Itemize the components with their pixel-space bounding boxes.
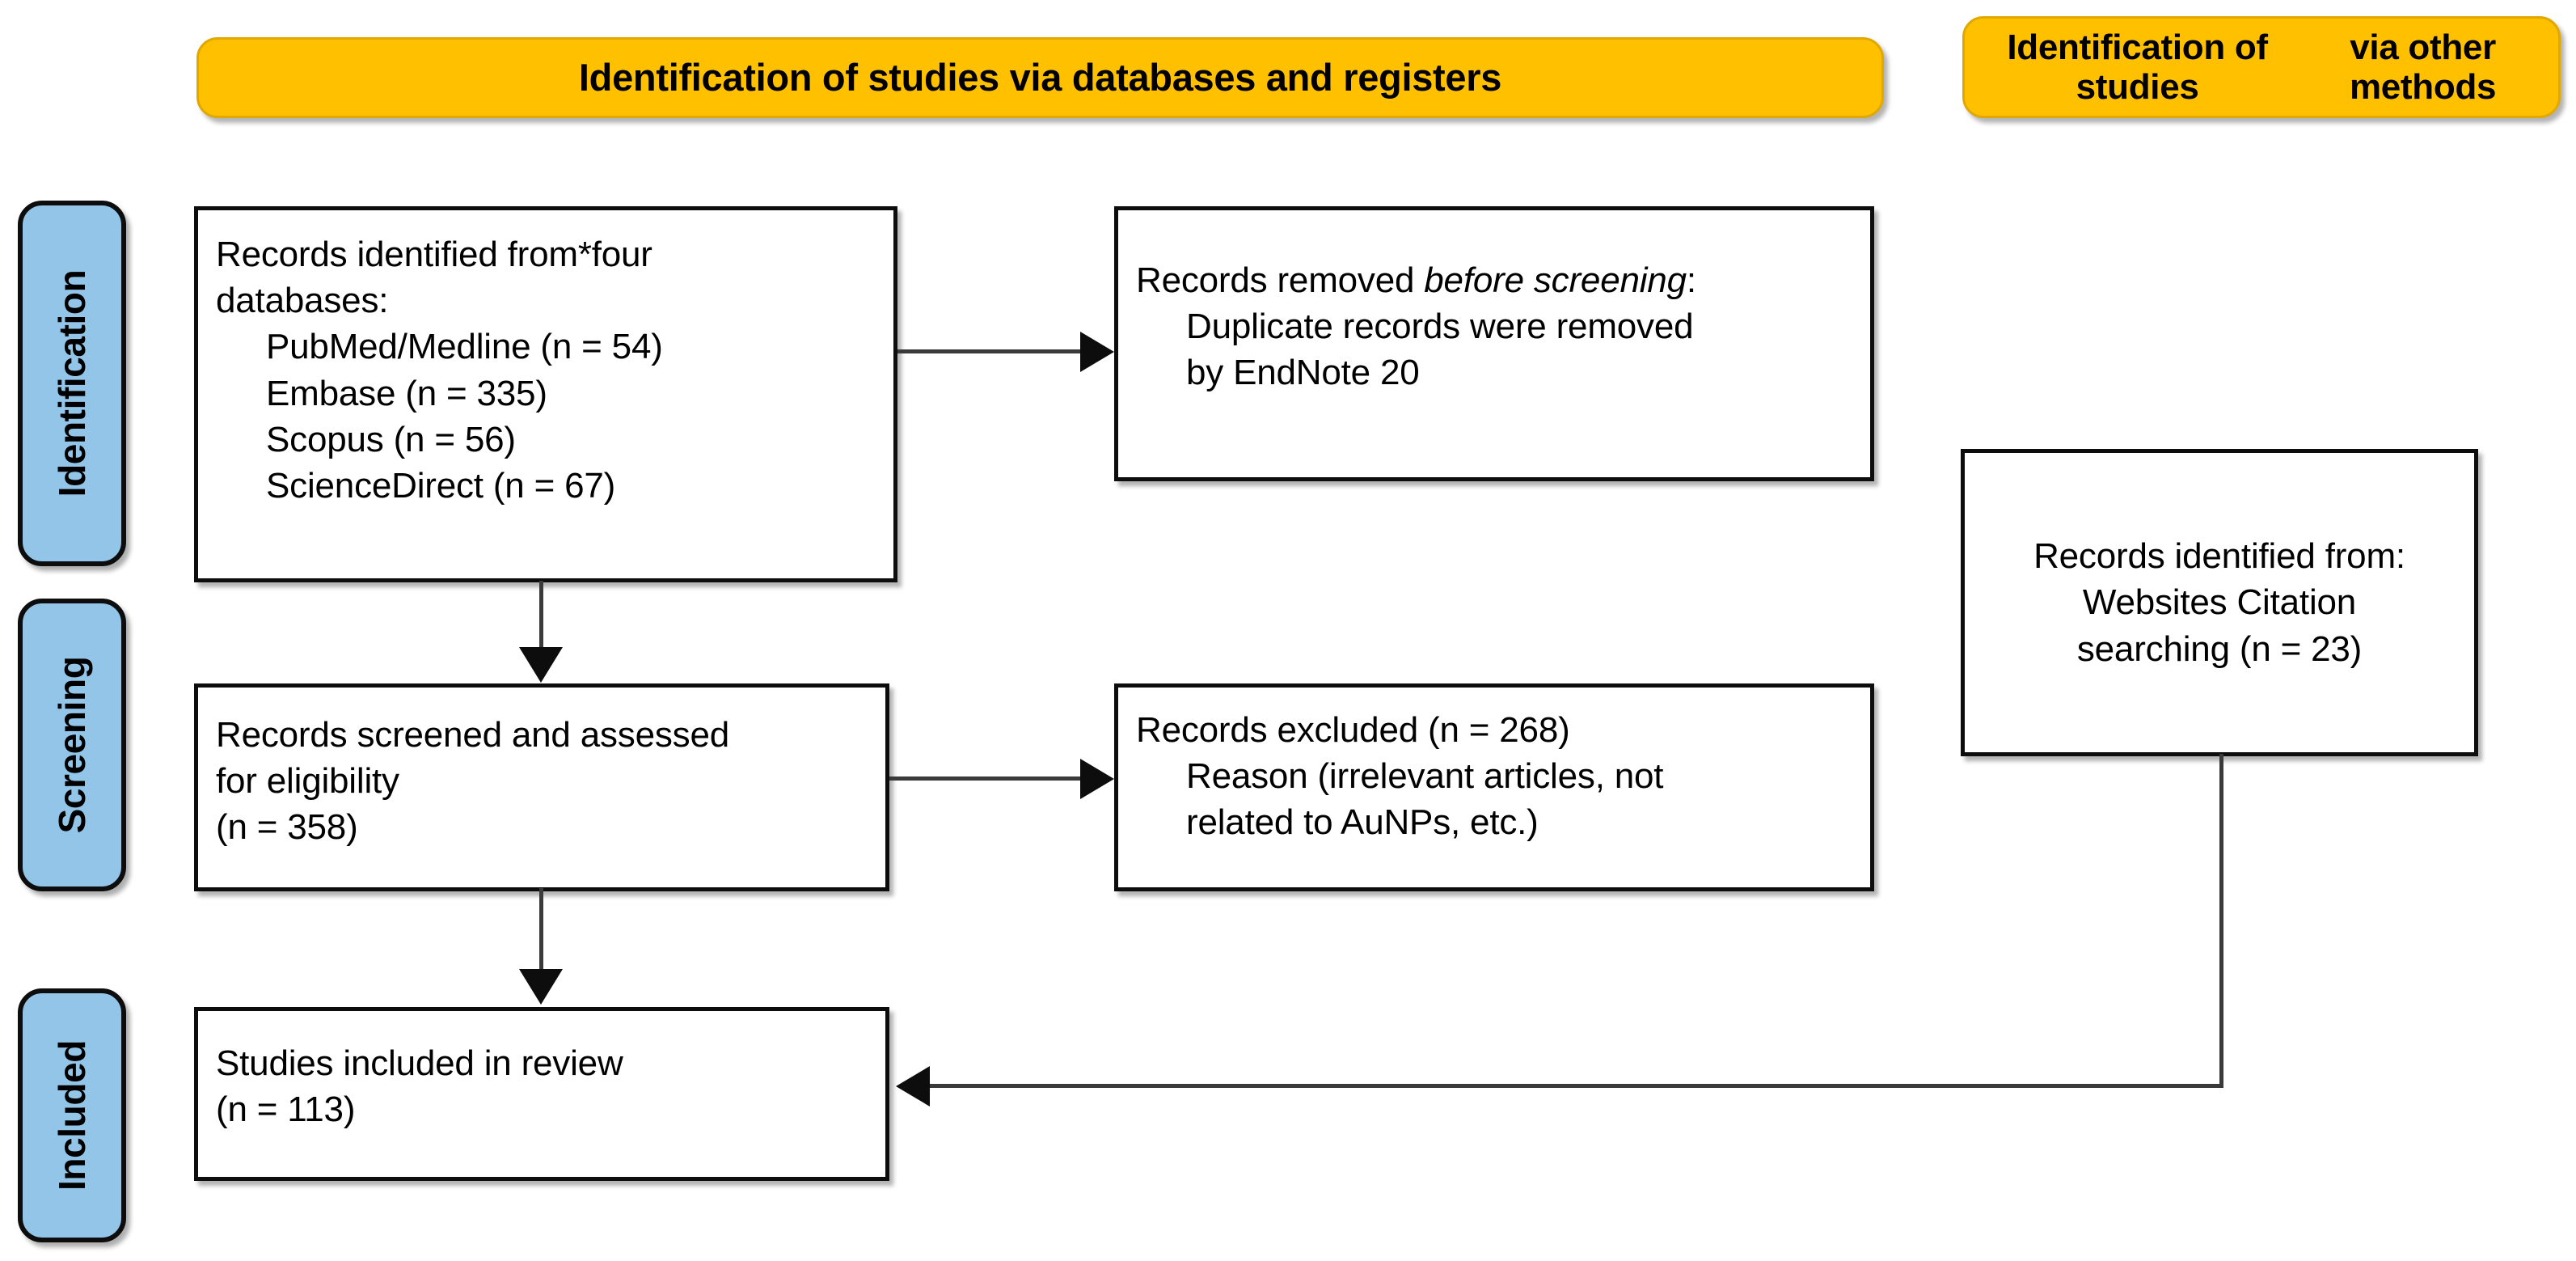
stage-tab-included-label: Included bbox=[51, 1040, 93, 1191]
records-identified-scopus: Scopus (n = 56) bbox=[266, 419, 516, 459]
records-removed-prefix: Records removed bbox=[1136, 260, 1425, 300]
records-removed-suffix: : bbox=[1686, 260, 1696, 300]
connector-other-source-to-included-vertical bbox=[2219, 754, 2223, 1087]
phase-header-other-methods-line1: Identification of studies bbox=[2007, 27, 2268, 107]
phase-header-other-methods: Identification of studies via other meth… bbox=[1962, 16, 2561, 118]
connector-other-source-to-included-horizontal bbox=[930, 1084, 2223, 1088]
records-screened-line-2: for eligibility bbox=[216, 761, 399, 802]
records-removed-italic: before screening bbox=[1424, 260, 1687, 300]
box-records-excluded: Records excluded (n = 268) Reason (irrel… bbox=[1114, 683, 1874, 891]
records-identified-pubmed: PubMed/Medline (n = 54) bbox=[266, 327, 663, 367]
connector-screened-to-included-arrow bbox=[519, 969, 563, 1005]
box-records-identified-databases: Records identified from*four databases: … bbox=[194, 206, 897, 582]
box-records-identified-other-methods: Records identified from: Websites Citati… bbox=[1961, 449, 2478, 756]
other-source-line-3: searching (n = 23) bbox=[2076, 628, 2363, 669]
records-screened-line-1: Records screened and assessed bbox=[216, 715, 730, 755]
phase-header-databases: Identification of studies via databases … bbox=[196, 37, 1884, 118]
records-excluded-line-1: Records excluded (n = 268) bbox=[1136, 710, 1570, 750]
stage-tab-identification: Identification bbox=[18, 201, 126, 566]
connector-identified-to-removed-arrow bbox=[1080, 332, 1114, 372]
connector-identified-to-removed-line bbox=[897, 349, 1080, 353]
studies-included-count: (n = 113) bbox=[216, 1090, 356, 1130]
records-identified-sciencedirect: ScienceDirect (n = 67) bbox=[266, 465, 616, 506]
records-excluded-line-2: Reason (irrelevant articles, not bbox=[1186, 756, 1664, 797]
connector-screened-to-included-line bbox=[539, 888, 543, 975]
connector-identified-to-screened-arrow bbox=[519, 647, 563, 683]
records-removed-line-3: by EndNote 20 bbox=[1186, 353, 1420, 393]
records-removed-line-1: Records removed before screening: bbox=[1136, 257, 1852, 303]
stage-tab-screening-label: Screening bbox=[51, 656, 93, 834]
studies-included-line-1: Studies included in review bbox=[216, 1043, 623, 1083]
box-records-screened: Records screened and assessed for eligib… bbox=[194, 683, 889, 891]
connector-screened-to-excluded-line bbox=[889, 776, 1080, 781]
phase-header-other-methods-line2: via other methods bbox=[2349, 27, 2497, 107]
records-identified-line-1: Records identified from*four bbox=[216, 235, 652, 274]
connector-identified-to-screened-line bbox=[539, 581, 543, 654]
records-identified-line-2: databases: bbox=[216, 281, 389, 321]
stage-tab-screening: Screening bbox=[18, 599, 126, 891]
records-excluded-line-3: related to AuNPs, etc.) bbox=[1186, 802, 1539, 843]
other-source-line-2: Websites Citation bbox=[2082, 582, 2357, 623]
records-identified-embase: Embase (n = 335) bbox=[266, 373, 547, 413]
stage-tab-identification-label: Identification bbox=[51, 269, 93, 497]
box-studies-included: Studies included in review (n = 113) bbox=[194, 1007, 889, 1181]
records-screened-count: (n = 358) bbox=[216, 807, 358, 848]
stage-tab-included: Included bbox=[18, 988, 126, 1242]
box-records-removed-before-screening: Records removed before screening: Duplic… bbox=[1114, 206, 1874, 481]
other-source-line-1: Records identified from: bbox=[2033, 536, 2405, 577]
records-removed-line-2: Duplicate records were removed bbox=[1186, 307, 1694, 347]
connector-screened-to-excluded-arrow bbox=[1080, 759, 1114, 799]
connector-other-source-to-included-arrow bbox=[896, 1066, 930, 1107]
